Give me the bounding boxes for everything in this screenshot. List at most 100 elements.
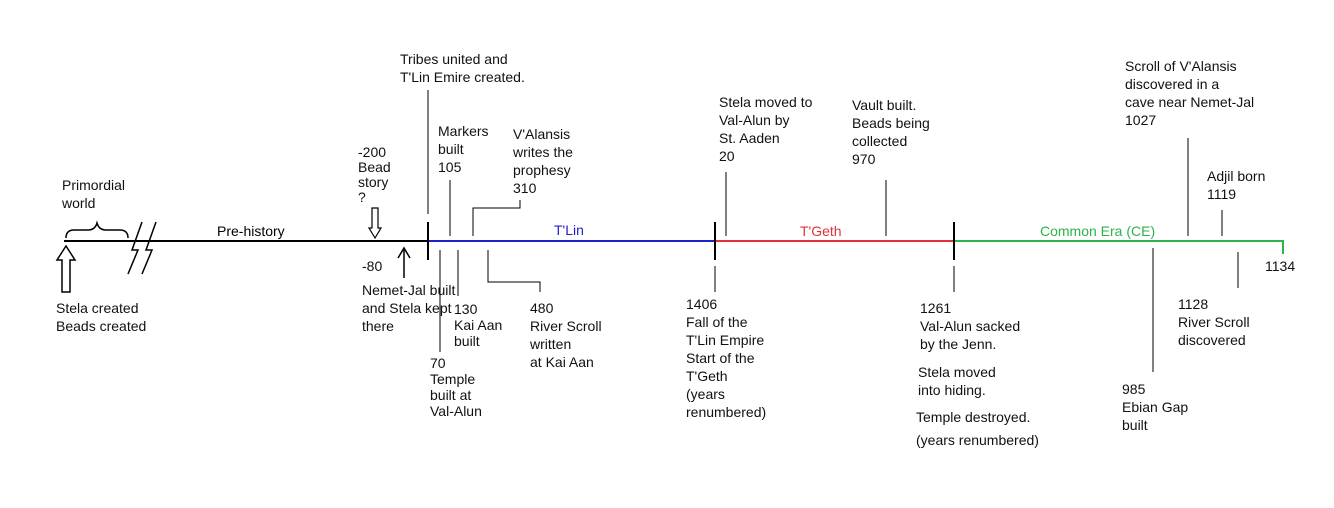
label-line: -80: [362, 258, 382, 274]
label-line: River Scroll: [1178, 314, 1250, 330]
label-line: discovered: [1178, 332, 1246, 348]
stela-created-arrow-icon: [55, 244, 77, 293]
label-line: 130: [454, 301, 478, 317]
label-line: Scroll of V'Alansis: [1125, 58, 1237, 74]
label-line: discovered in a: [1125, 76, 1219, 92]
bead-story-arrow-icon: [367, 207, 383, 240]
label-line: renumbered): [686, 404, 766, 420]
label-line: at Kai Aan: [530, 354, 594, 370]
event-primordial: Primordial world: [61, 177, 125, 211]
label-line: Ebian Gap: [1122, 399, 1188, 415]
label-line: Stela moved: [918, 364, 996, 380]
label-line: by the Jenn.: [920, 336, 996, 352]
label-line: Stela moved to: [719, 94, 813, 110]
label-line: Val-Alun: [430, 403, 482, 419]
event-stela-hiding: Stela moved into hiding.: [918, 364, 996, 398]
label-line: -200: [358, 144, 386, 160]
label-line: (years renumbered): [916, 432, 1039, 448]
label-line: 1406: [686, 296, 717, 312]
label-line: built: [1122, 417, 1148, 433]
label-line: Stela created: [56, 300, 139, 316]
label-line: (years: [686, 386, 725, 402]
label-line: ?: [358, 189, 366, 205]
label-line: River Scroll: [530, 318, 602, 334]
label-line: Beads created: [56, 318, 146, 334]
connector-valansis: [472, 200, 521, 236]
label-line: Temple destroyed.: [916, 409, 1030, 425]
nemet-jal-arrow-icon: [397, 246, 411, 278]
label-line: T'Lin Empire: [686, 332, 764, 348]
label-line: 105: [438, 159, 462, 175]
event-valansis-prophesy: V'Alansis writes the prophesy 310: [512, 126, 573, 196]
label-line: Nemet-Jal built: [362, 282, 455, 298]
label-line: collected: [852, 133, 907, 149]
label-line: 70: [430, 355, 446, 371]
label-line: T'Lin Emire created.: [400, 69, 525, 85]
event-stela-moved-valalun: Stela moved to Val-Alun by St. Aaden 20: [719, 94, 813, 164]
label-line: cave near Nemet-Jal: [1125, 94, 1254, 110]
label-line: built: [438, 141, 464, 157]
label-line: 310: [513, 180, 537, 196]
label-line: Start of the: [686, 350, 755, 366]
event-vault-built: Vault built. Beads being collected 970: [852, 97, 930, 167]
label-line: into hiding.: [918, 382, 986, 398]
end-year-label: 1134: [1265, 258, 1295, 274]
label-line: 1128: [1178, 296, 1208, 312]
event-markers: Markers built 105: [438, 123, 489, 175]
label-line: Fall of the: [686, 314, 748, 330]
timeline-break-icon: [127, 221, 157, 275]
label-line: 1261: [920, 300, 951, 316]
label-line: built at: [430, 387, 471, 403]
era-label-tlin: T'Lin: [554, 222, 584, 238]
label-line: Val-Alun by: [719, 112, 790, 128]
event-scroll-discovered: Scroll of V'Alansis discovered in a cave n…: [1125, 58, 1254, 128]
label-line: Adjil born: [1207, 168, 1265, 184]
label-line: 985: [1122, 381, 1146, 397]
label-line: Primordial: [62, 177, 125, 193]
label-line: 1119: [1207, 186, 1236, 202]
event-adjil-born: Adjil born 1119: [1207, 168, 1265, 202]
label-line: 20: [719, 148, 735, 164]
label-line: prophesy: [513, 162, 571, 178]
event-temple-destroyed: Temple destroyed.: [916, 409, 1030, 425]
era-label-ce: Common Era (CE): [1040, 223, 1155, 239]
label-line: writes the: [512, 144, 573, 160]
label-line: 970: [852, 151, 876, 167]
era-label-prehistory: Pre-history: [217, 223, 285, 239]
label-line: story: [358, 174, 388, 190]
label-line: V'Alansis: [513, 126, 570, 142]
label-line: Markers: [438, 123, 489, 139]
label-line: world: [61, 195, 95, 211]
label-line: there: [362, 318, 394, 334]
label-line: Kai Aan: [454, 317, 502, 333]
event-years-renumbered: (years renumbered): [916, 432, 1039, 448]
label-line: Bead: [358, 159, 391, 175]
label-line: St. Aaden: [719, 130, 780, 146]
label-line: T'Geth: [686, 368, 728, 384]
era-label-tgeth: T'Geth: [800, 223, 842, 239]
label-line: Beads being: [852, 115, 930, 131]
label-line: Vault built.: [852, 97, 916, 113]
label-line: written: [529, 336, 571, 352]
label-line: 1027: [1125, 112, 1156, 128]
label-line: 480: [530, 300, 554, 316]
label-line: Temple: [430, 371, 475, 387]
connector-river-scroll-written: [487, 250, 541, 292]
primordial-brace-icon: [65, 220, 129, 239]
label-line: Tribes united and: [400, 51, 508, 67]
label-line: and Stela kept: [362, 300, 452, 316]
label-line: built: [454, 333, 480, 349]
label-line: Val-Alun sacked: [920, 318, 1020, 334]
